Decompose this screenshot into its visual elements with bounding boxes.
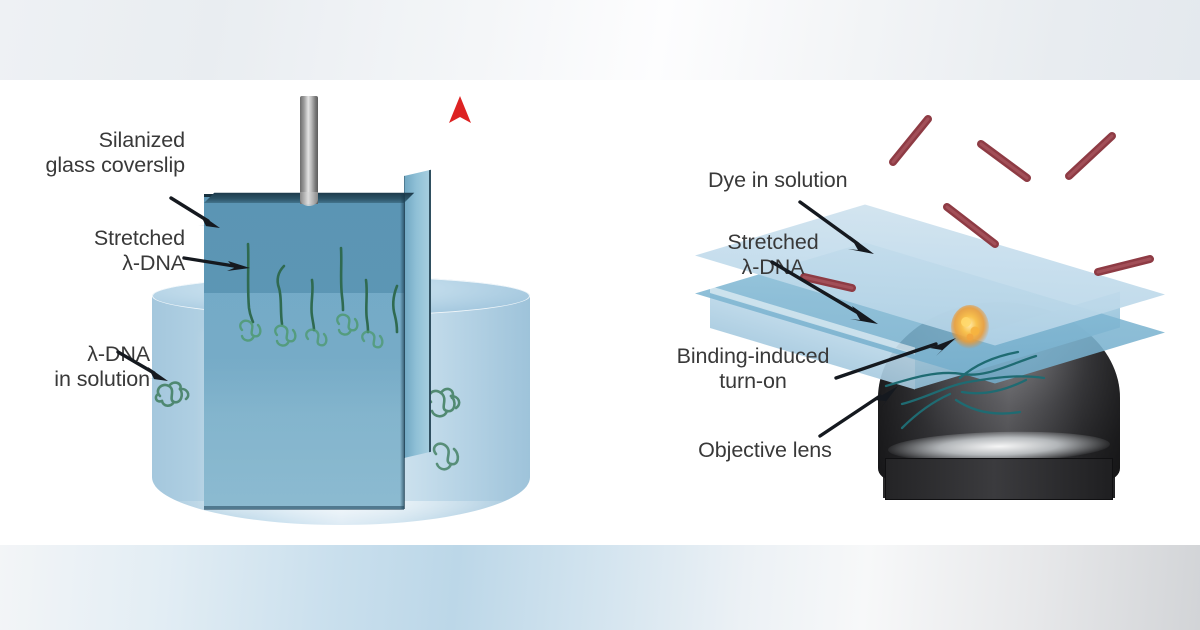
dna-anchor-coil <box>239 319 262 342</box>
dna-anchor-coil <box>361 330 384 349</box>
dna-coil-solution <box>154 381 190 407</box>
coverslip-submerged-region <box>204 293 404 509</box>
label-objective-lens: Objective lens <box>698 438 832 462</box>
pull-rod-tip <box>300 192 318 206</box>
figure-stage: Silanized glass coverslip Stretched λ-DN… <box>0 80 1200 545</box>
top-letterbox-band <box>0 0 1200 80</box>
label-binding-induced-turn-on: Binding-induced turn-on <box>676 344 830 393</box>
binding-induced-turn-on-glow <box>951 305 989 349</box>
stretched-dna-strand <box>246 242 255 324</box>
coverslip-front-face <box>204 194 404 509</box>
objective-lens-mount <box>885 458 1113 500</box>
pull-direction-arrow <box>449 96 471 258</box>
dye-molecule-rod <box>889 115 932 166</box>
panel-imaging: Dye in solution Stretched λ-DNA Binding-… <box>600 80 1200 545</box>
stretched-dna-strand <box>339 246 345 312</box>
stretched-dna-strand <box>310 278 316 332</box>
dna-coil-solution <box>432 442 460 471</box>
stretched-dna-strands-right <box>884 350 1046 430</box>
dye-molecule-rod <box>1094 255 1154 276</box>
coverslip-bottom-edge <box>204 506 404 510</box>
stretched-dna-strand <box>276 264 286 326</box>
dye-molecule-rod <box>943 203 999 248</box>
label-dye-in-solution: Dye in solution <box>708 168 848 192</box>
label-lambda-dna-in-solution: λ-DNA in solution <box>54 342 150 391</box>
stretched-dna-strand <box>391 284 399 334</box>
dna-anchor-coil <box>305 328 328 347</box>
label-stretched-lambda-dna-right: Stretched λ-DNA <box>727 230 819 279</box>
pull-rod <box>300 96 318 204</box>
dye-molecule-rod <box>977 140 1031 182</box>
coverslip-side-edge <box>404 169 431 459</box>
label-silanized-glass-coverslip: Silanized glass coverslip <box>45 128 186 177</box>
dna-anchor-coil <box>274 324 297 347</box>
stretched-dna-strand <box>364 278 370 334</box>
coverslip-right-shadow <box>400 194 405 509</box>
dye-molecule-rod <box>1065 132 1116 180</box>
dna-anchor-coil <box>336 313 359 336</box>
label-stretched-lambda-dna-left: Stretched λ-DNA <box>93 226 185 275</box>
panel-coverslip-withdrawal: Silanized glass coverslip Stretched λ-DN… <box>0 80 600 545</box>
bottom-letterbox-band <box>0 545 1200 630</box>
dna-coil-solution <box>427 387 461 418</box>
